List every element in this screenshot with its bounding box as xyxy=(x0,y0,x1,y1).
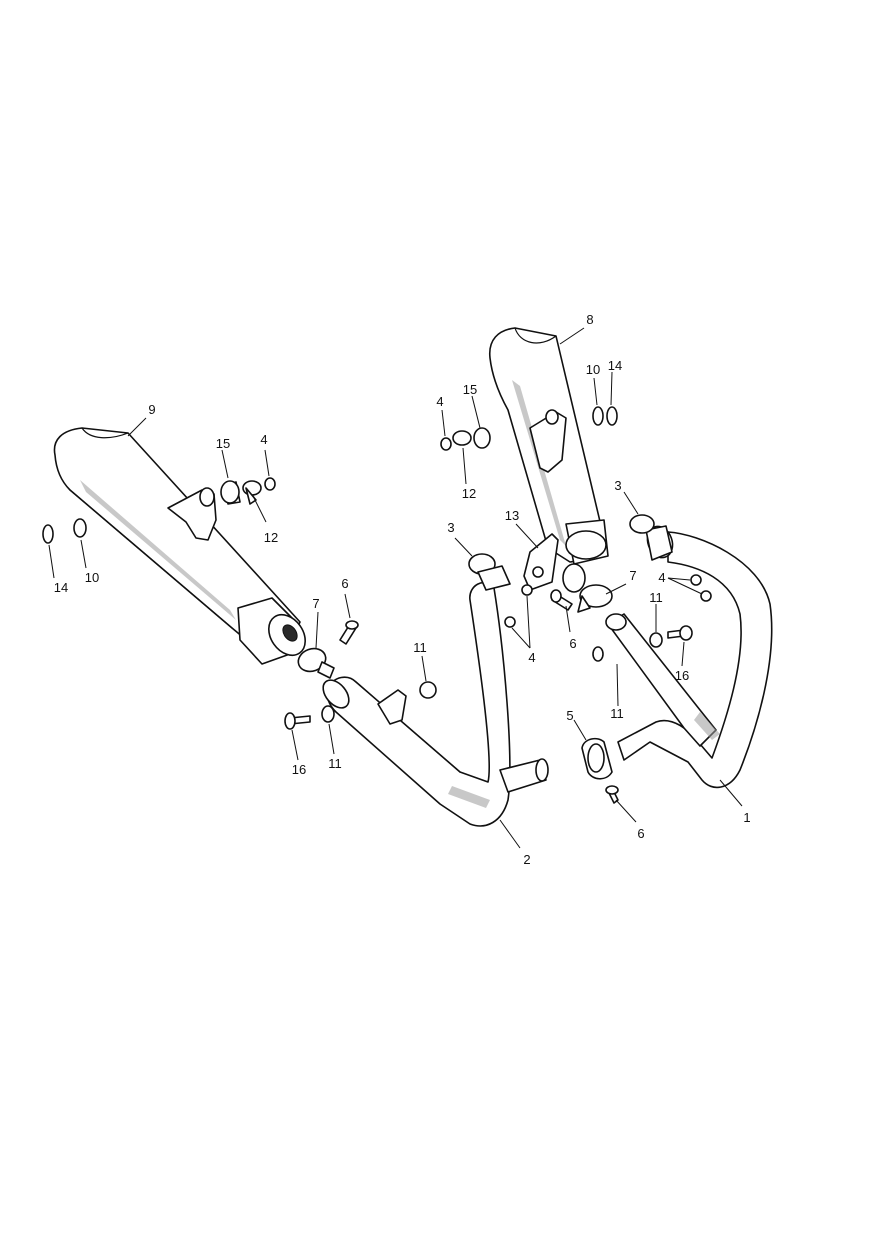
callout-10: 10 xyxy=(85,570,99,585)
callout-15: 15 xyxy=(216,436,230,451)
header-pipe-1 xyxy=(605,525,773,789)
callout-12: 12 xyxy=(264,530,278,545)
callout-9: 9 xyxy=(148,402,155,417)
sleeve-right xyxy=(562,563,586,593)
nut-4-mid-b xyxy=(504,616,516,628)
callout-3: 3 xyxy=(447,520,454,535)
callout-16: 16 xyxy=(292,762,306,777)
bolt-16-left xyxy=(284,712,311,730)
washer-14-left xyxy=(42,524,54,544)
callout-10: 10 xyxy=(586,362,600,377)
leader-lines xyxy=(48,327,743,849)
callout-14: 14 xyxy=(54,580,68,595)
callout-15: 15 xyxy=(463,382,477,397)
grommet-11-center xyxy=(419,681,437,699)
callout-16: 16 xyxy=(675,668,689,683)
callout-8: 8 xyxy=(586,312,593,327)
grommet-11-left xyxy=(321,705,335,723)
bracket-13-hole xyxy=(532,566,544,578)
callout-14: 14 xyxy=(608,358,622,373)
callout-12: 12 xyxy=(462,486,476,501)
nut-4-top xyxy=(440,437,452,451)
clamp-5 xyxy=(581,737,613,780)
callout-11: 11 xyxy=(328,756,342,771)
spacer-12-left xyxy=(242,480,262,505)
bracket-13 xyxy=(523,533,559,591)
bolt-6-left xyxy=(339,620,359,645)
callout-11: 11 xyxy=(610,706,624,721)
bushing-15-left xyxy=(220,480,241,505)
washer-10-right xyxy=(592,406,604,426)
nut-4-right-b xyxy=(700,590,712,602)
callout-1: 1 xyxy=(743,810,750,825)
nut-4-left xyxy=(264,477,276,491)
callout-2: 2 xyxy=(523,852,530,867)
callout-4: 4 xyxy=(436,394,443,409)
callout-6: 6 xyxy=(637,826,644,841)
washer-10-left xyxy=(73,518,87,538)
clamp-7-left xyxy=(297,647,335,679)
bolt-6-center xyxy=(550,589,573,611)
nut-4-mid-a xyxy=(521,584,533,596)
nut-4-right-a xyxy=(690,574,702,586)
grommet-11-lower xyxy=(592,646,604,662)
callout-11: 11 xyxy=(413,640,427,655)
callout-7: 7 xyxy=(629,568,636,583)
spacer-12-right xyxy=(452,430,472,446)
callout-13: 13 xyxy=(505,508,519,523)
flange-clamp-left xyxy=(477,565,511,591)
callout-labels: 1 2 3 3 4 4 4 4 5 6 6 6 7 7 8 9 10 10 11… xyxy=(54,312,751,867)
callout-7: 7 xyxy=(312,596,319,611)
callout-4: 4 xyxy=(658,570,665,585)
washer-14-right xyxy=(606,406,618,426)
bolt-6-lower xyxy=(605,785,619,804)
clamp-7-right xyxy=(577,584,613,613)
right-silencer xyxy=(489,327,609,565)
grommet-11-right xyxy=(649,632,663,648)
left-silencer xyxy=(53,427,306,665)
bolt-16-right xyxy=(667,625,693,641)
callout-11: 11 xyxy=(649,590,663,605)
callout-4: 4 xyxy=(528,650,535,665)
bushing-15-right xyxy=(473,427,491,449)
callout-6: 6 xyxy=(569,636,576,651)
flange-ring-3-right xyxy=(629,514,655,534)
callout-6: 6 xyxy=(341,576,348,591)
callout-4: 4 xyxy=(260,432,267,447)
callout-5: 5 xyxy=(566,708,573,723)
callout-3: 3 xyxy=(614,478,621,493)
